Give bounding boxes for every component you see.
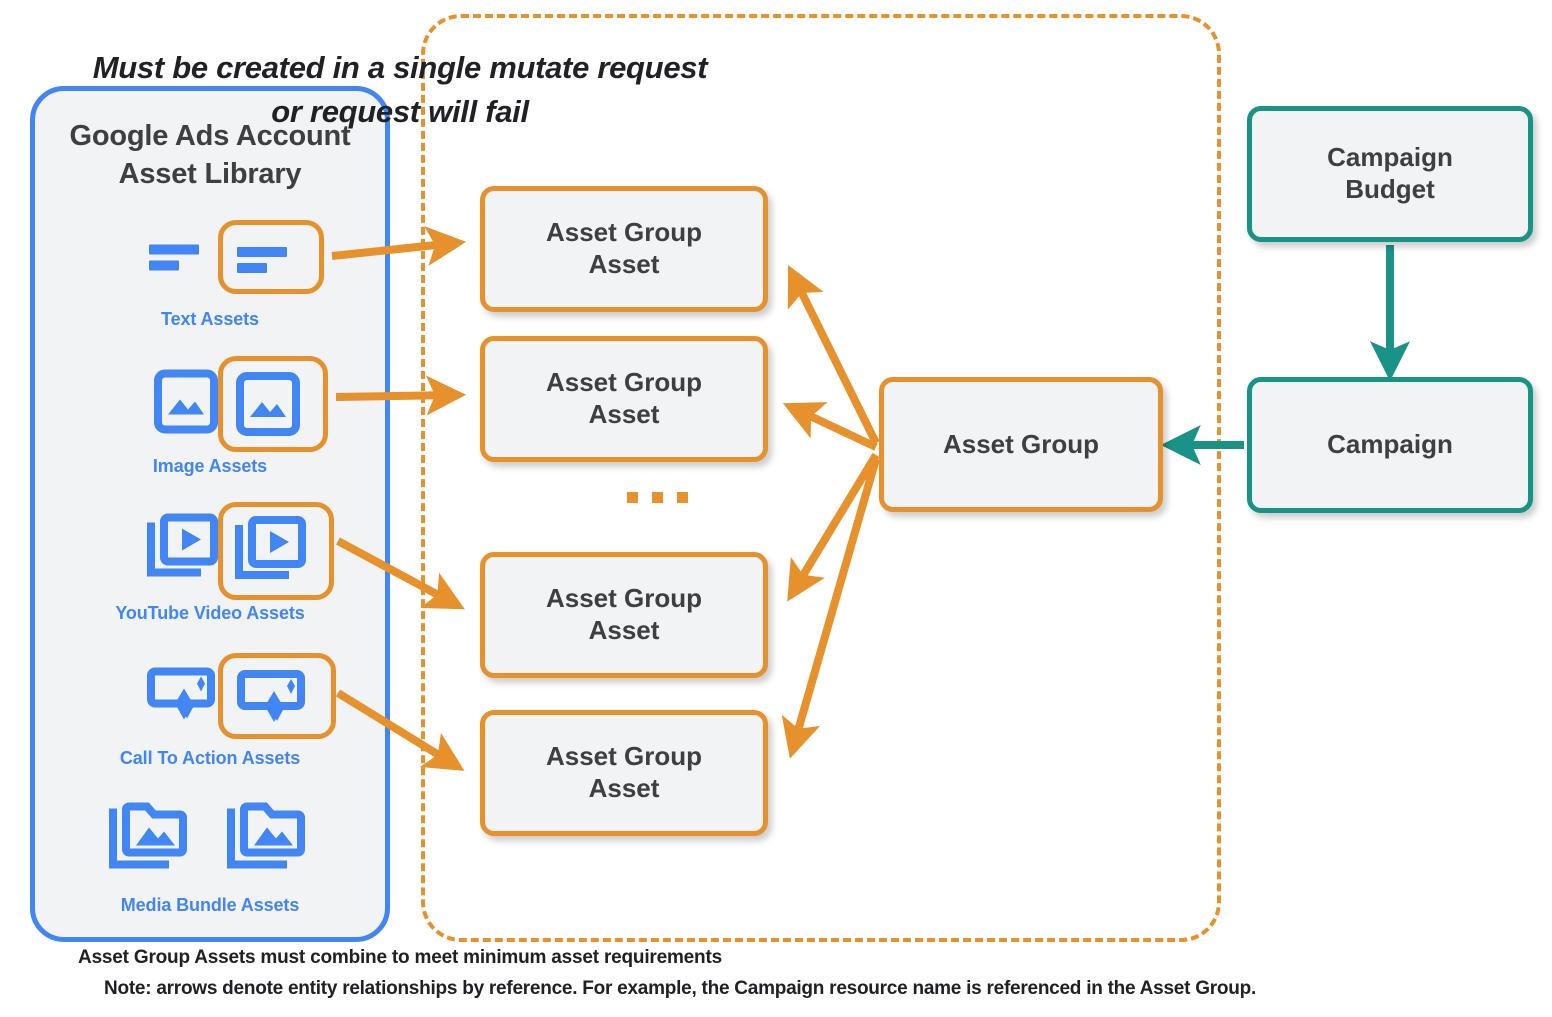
asset-icons-cta: [35, 648, 385, 744]
asset-icons-image: [35, 356, 385, 452]
aga-4-line2: Asset: [588, 773, 660, 803]
image-asset-icon: [153, 369, 219, 440]
campaign-budget-label-line2: Budget: [1345, 174, 1435, 204]
campaign-node[interactable]: Campaign: [1247, 377, 1533, 513]
asset-label-text: Text Assets: [161, 309, 259, 329]
asset-group-node[interactable]: Asset Group: [879, 377, 1163, 512]
asset-icons-media-bundle: [35, 791, 385, 891]
mutate-request-title: Must be created in a single mutate reque…: [40, 46, 760, 134]
text-asset-icon: [147, 233, 209, 282]
asset-icons-youtube: [35, 502, 385, 600]
asset-label-cta: Call To Action Assets: [119, 748, 301, 768]
aga-1-line1: Asset Group: [545, 217, 703, 248]
aga-4-line1: Asset Group: [545, 741, 703, 772]
mutate-request-footnote: Asset Group Assets must combine to meet …: [78, 947, 722, 968]
media-bundle-asset-icon: [107, 799, 191, 884]
ellipsis-dot-3: [677, 492, 688, 503]
campaign-label: Campaign: [1327, 429, 1453, 460]
asset-group-asset-node-4[interactable]: Asset Group Asset: [480, 710, 768, 836]
aga-2-line1: Asset Group: [545, 367, 703, 398]
asset-label-image: Image Assets: [152, 456, 268, 476]
ellipsis-dot-2: [652, 492, 663, 503]
asset-library-title: Google Ads Account Asset Library: [35, 117, 385, 194]
asset-row-text[interactable]: Text Assets: [35, 209, 385, 330]
media-bundle-asset-icon-2: [225, 799, 309, 884]
ellipsis-more-assets: [627, 492, 688, 503]
asset-icons-text: [35, 209, 385, 305]
asset-group-asset-node-3[interactable]: Asset Group Asset: [480, 552, 768, 678]
asset-row-media-bundle[interactable]: Media Bundle Assets: [35, 791, 385, 916]
asset-library-panel: Google Ads Account Asset Library Text As…: [30, 86, 390, 942]
asset-library-title-line2: Asset Library: [118, 158, 302, 191]
asset-label-media-bundle: Media Bundle Assets: [120, 895, 300, 915]
youtube-video-asset-icon-selected[interactable]: [218, 502, 334, 600]
campaign-budget-node[interactable]: Campaign Budget: [1247, 106, 1533, 242]
mutate-request-title-line1: Must be created in a single mutate reque…: [92, 50, 708, 85]
campaign-budget-label-line1: Campaign: [1327, 142, 1453, 173]
aga-3-line1: Asset Group: [545, 583, 703, 614]
asset-row-youtube[interactable]: YouTube Video Assets: [35, 502, 385, 624]
image-asset-icon-selected[interactable]: [218, 356, 328, 452]
asset-label-youtube: YouTube Video Assets: [115, 603, 305, 623]
text-asset-icon-selected[interactable]: [218, 220, 324, 294]
youtube-video-asset-icon: [145, 513, 221, 590]
asset-group-asset-node-2[interactable]: Asset Group Asset: [480, 336, 768, 462]
mutate-request-title-line2: or request will fail: [271, 94, 529, 130]
asset-group-asset-node-1[interactable]: Asset Group Asset: [480, 186, 768, 312]
call-to-action-asset-icon: [143, 664, 223, 729]
aga-1-line2: Asset: [588, 249, 660, 279]
asset-group-label: Asset Group: [942, 428, 1100, 459]
diagram-note: Note: arrows denote entity relationships…: [104, 978, 1256, 999]
aga-2-line2: Asset: [588, 399, 660, 429]
asset-library-title-line1: Google Ads Account: [69, 120, 351, 152]
asset-row-image[interactable]: Image Assets: [35, 356, 385, 477]
mutate-request-group: [421, 14, 1221, 942]
call-to-action-asset-icon-selected[interactable]: [218, 653, 336, 739]
asset-row-cta[interactable]: Call To Action Assets: [35, 648, 385, 769]
ellipsis-dot-1: [627, 492, 638, 503]
aga-3-line2: Asset: [588, 615, 660, 645]
